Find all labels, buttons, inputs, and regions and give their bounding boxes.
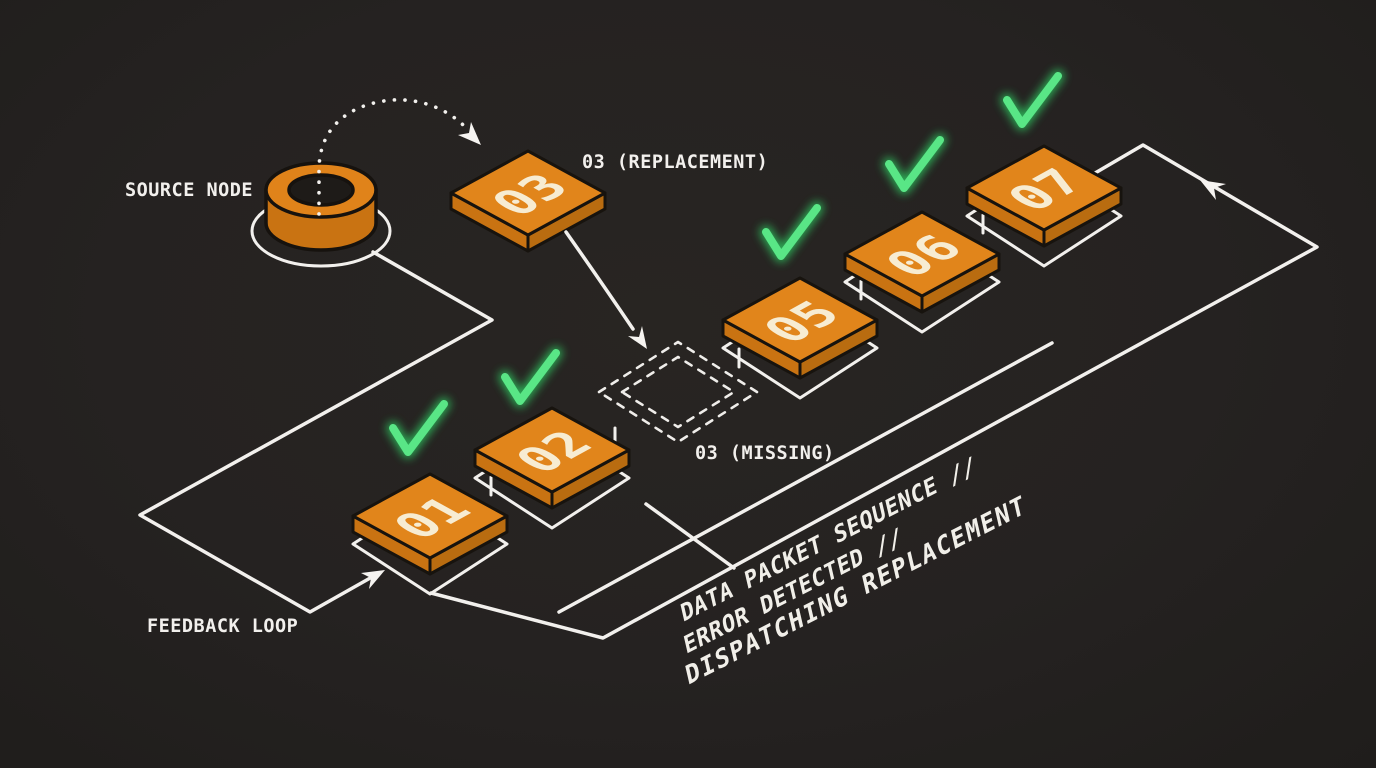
source-node-icon [264,161,378,252]
torus-hole [287,173,355,207]
checkmark-icon-01 [386,397,451,459]
replacement-label: 03 (REPLACEMENT) [582,152,768,173]
missing-label: 03 (MISSING) [695,443,835,464]
status-caption: DATA PACKET SEQUENCE // ERROR DETECTED /… [678,450,1028,690]
replacement-arrow-icon [628,326,647,349]
packet-top-face [351,472,509,560]
feedback-arrow-icon [361,570,385,589]
checkmark-icon-05 [759,201,824,263]
return-loop-path [429,143,1319,640]
packet-07: 07 [965,144,1123,248]
return-arrow-icon [1200,180,1226,200]
branch-line-a [644,502,736,570]
packet-top-face [965,144,1123,232]
packet-top-face [721,276,879,364]
replacement-arrow [564,230,647,349]
checkmark-icon-06 [882,133,947,195]
packet-top-face [449,149,607,237]
checkmark-icon-07 [1000,69,1065,131]
packet-02: 02 [473,406,631,510]
replacement-arrow-line [564,230,635,331]
missing-outline-inner [620,355,736,429]
branch-line-b [557,341,1054,614]
packet-05: 05 [721,276,879,380]
packet-top-face [473,406,631,494]
source-node-label: SOURCE NODE [125,180,253,201]
packet-06: 06 [843,210,1001,314]
feedback-loop-line [138,250,494,614]
packet-01: 01 [351,472,509,576]
feedback-loop-path [138,250,494,614]
dispatch-arrow-icon [458,122,481,145]
packet-top-face [843,210,1001,298]
feedback-loop-label: FEEDBACK LOOP [147,616,298,637]
source-node [250,161,392,268]
return-loop-line [429,143,1319,640]
packet-03-replacement: 03 [449,149,607,253]
packet-03-missing-slot [597,340,759,444]
checkmarks [386,69,1065,459]
dispatch-arc [317,98,481,216]
missing-outline-outer [597,340,759,444]
checkmark-icon-02 [498,346,563,408]
